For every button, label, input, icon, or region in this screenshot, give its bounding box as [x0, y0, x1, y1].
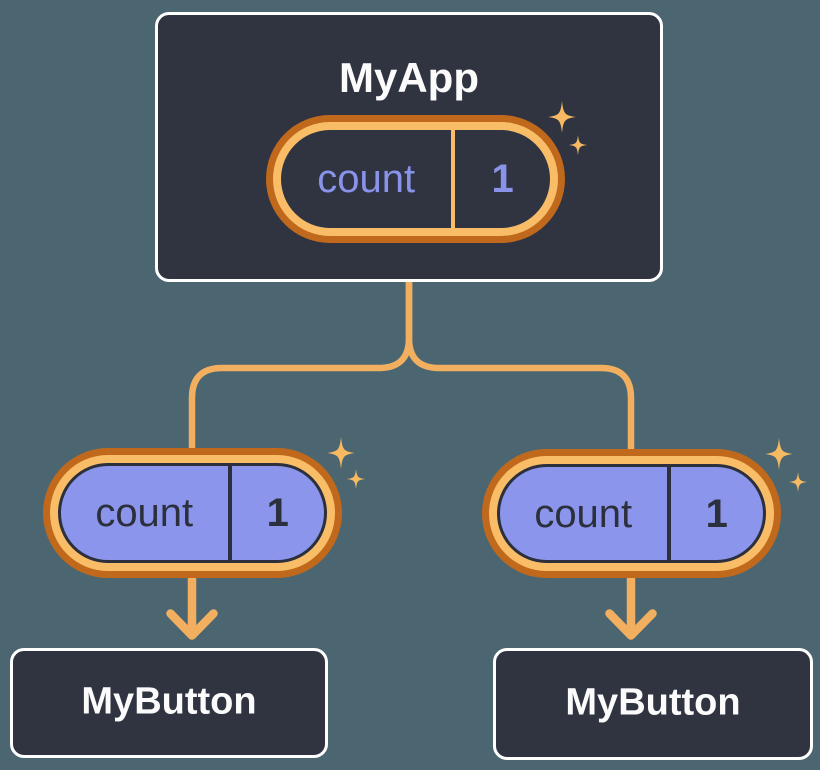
prop-value: 1: [705, 491, 728, 536]
pill-divider: [227, 466, 232, 560]
arrow-to-right-button: [605, 574, 657, 640]
prop-pill-ring: count 1: [489, 456, 774, 571]
pill-divider: [451, 130, 456, 228]
state-value: 1: [491, 157, 514, 201]
state-name: count: [317, 157, 416, 201]
node-myapp: MyApp count 1: [155, 12, 663, 282]
state-pill-myapp: count 1: [266, 115, 565, 243]
node-myapp-title: MyApp: [339, 54, 479, 101]
node-mybutton-title: MyButton: [81, 680, 257, 723]
sparkle-icon: [347, 469, 365, 489]
node-mybutton-title: MyButton: [565, 681, 741, 724]
node-mybutton-right: MyButton: [493, 648, 813, 760]
prop-value: 1: [266, 491, 289, 535]
state-pill-ring: count 1: [273, 122, 558, 236]
prop-name: count: [95, 491, 194, 535]
connector-left-branch: [188, 277, 413, 454]
prop-pill-right: count 1: [482, 449, 781, 578]
pill-divider: [666, 467, 671, 560]
arrow-to-left-button: [166, 574, 218, 640]
prop-pill-ring: count 1: [50, 455, 335, 571]
node-mybutton-left: MyButton: [10, 648, 328, 758]
prop-pill-left: count 1: [43, 448, 342, 578]
sparkle-icon: [789, 472, 807, 492]
connector-right-branch: [405, 277, 635, 454]
sparkle-icon: [327, 437, 355, 469]
prop-name: count: [534, 491, 633, 536]
sparkle-icon: [765, 438, 793, 470]
